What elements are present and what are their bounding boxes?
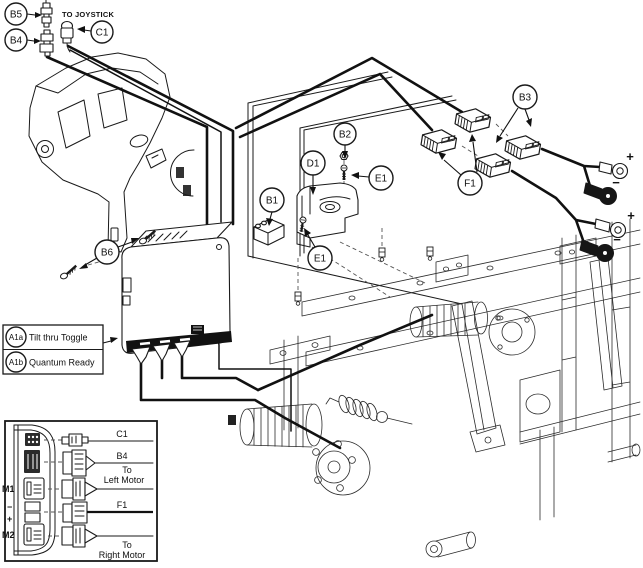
callout-b3-label: B3 <box>519 93 532 104</box>
legend-to-right-motor-1: To <box>122 540 132 550</box>
callout-f1-label: F1 <box>464 179 476 190</box>
variant-a1a-id: A1a <box>9 333 24 342</box>
screw-b6-part-2 <box>57 264 81 281</box>
controller-module-drawing <box>57 221 233 365</box>
legend-label-f1: F1 <box>117 500 128 510</box>
inline-connector-b5 <box>40 0 53 28</box>
callout-e1-lower-label: E1 <box>314 254 327 265</box>
legend-to-left-motor-2: Left Motor <box>104 475 145 485</box>
cable-clip <box>294 291 302 306</box>
callout-b6-label: B6 <box>101 248 114 259</box>
battery-positive-sign-1: + <box>626 149 634 164</box>
variant-a1b-label: Quantum Ready <box>29 358 95 368</box>
legend-box: M1 − + M2 C1 B4 To Left Motor F1 <box>2 420 158 562</box>
callout-b1: B1 <box>259 187 285 226</box>
legend-label-b4: B4 <box>116 451 127 461</box>
cable-clip <box>378 247 386 262</box>
variant-a1a-label: Tilt thru Toggle <box>29 333 88 343</box>
battery-terminal-leads: + − + − <box>510 147 635 262</box>
joystick-connector-c1 <box>60 20 74 53</box>
callout-e1-upper-label: E1 <box>375 174 388 185</box>
callout-b2-label: B2 <box>339 130 352 141</box>
connector-b1-part <box>253 218 285 246</box>
legend-port-m2: M2 <box>2 530 15 540</box>
legend-to-left-motor-1: To <box>122 465 132 475</box>
callout-d1: D1 <box>300 150 326 195</box>
callout-e1-lower: E1 <box>304 228 333 271</box>
inline-connector-b4 <box>39 29 54 57</box>
callout-b2: B2 <box>333 122 357 159</box>
cable-clip <box>426 246 434 261</box>
callout-b1-label: B1 <box>266 196 279 207</box>
battery-positive-sign-2: + <box>627 208 635 223</box>
callout-b4-label: B4 <box>10 36 23 47</box>
drive-base-frame-drawing <box>228 218 641 558</box>
legend-port-minus: − <box>7 502 12 512</box>
screw-e1-upper-part <box>339 163 349 182</box>
connector-b3-upper <box>503 132 543 163</box>
callout-f1: F1 <box>438 134 483 196</box>
ring-terminal-positive-2 <box>594 218 627 239</box>
callout-c1: C1 <box>77 20 114 44</box>
connector-f1-lower <box>419 126 459 157</box>
shroud-drawing <box>28 52 195 253</box>
battery-negative-sign-1: − <box>612 175 620 190</box>
battery-negative-sign-2: − <box>613 232 621 247</box>
variant-table: A1a Tilt thru Toggle A1b Quantum Ready <box>2 324 118 375</box>
battery-harness-connectors <box>419 105 543 181</box>
callout-e1-upper: E1 <box>351 165 394 191</box>
legend-port-m1: M1 <box>2 484 15 494</box>
variant-a1b-id: A1b <box>9 358 24 367</box>
legend-to-right-motor-2: Right Motor <box>99 550 146 560</box>
legend-label-c1: C1 <box>116 429 128 439</box>
ring-terminal-positive-1 <box>598 161 629 180</box>
callout-b6: B6 <box>79 238 139 269</box>
callout-b5-label: B5 <box>10 10 23 21</box>
suspension-spring <box>325 394 413 425</box>
callout-c1-label: C1 <box>96 28 109 39</box>
callout-b5: B5 <box>4 2 42 26</box>
legend-port-plus: + <box>7 514 12 524</box>
ring-terminal-negative-2 <box>579 239 614 262</box>
callout-b3: B3 <box>496 84 538 143</box>
callout-b4: B4 <box>4 28 41 52</box>
to-joystick-note: TO JOYSTICK <box>62 10 114 19</box>
ring-terminal-negative-1 <box>583 182 617 205</box>
callout-d1-label: D1 <box>307 159 320 170</box>
